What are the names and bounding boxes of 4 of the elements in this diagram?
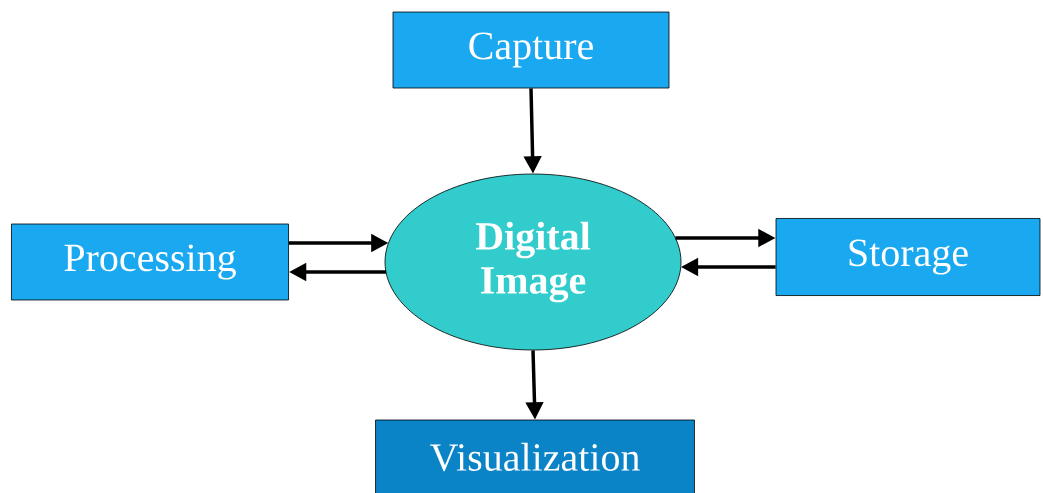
process-box: Visualization (375, 419, 695, 493)
process-box: Processing (11, 223, 289, 301)
process-box: Storage (775, 218, 1041, 296)
process-box: Capture (392, 11, 670, 89)
